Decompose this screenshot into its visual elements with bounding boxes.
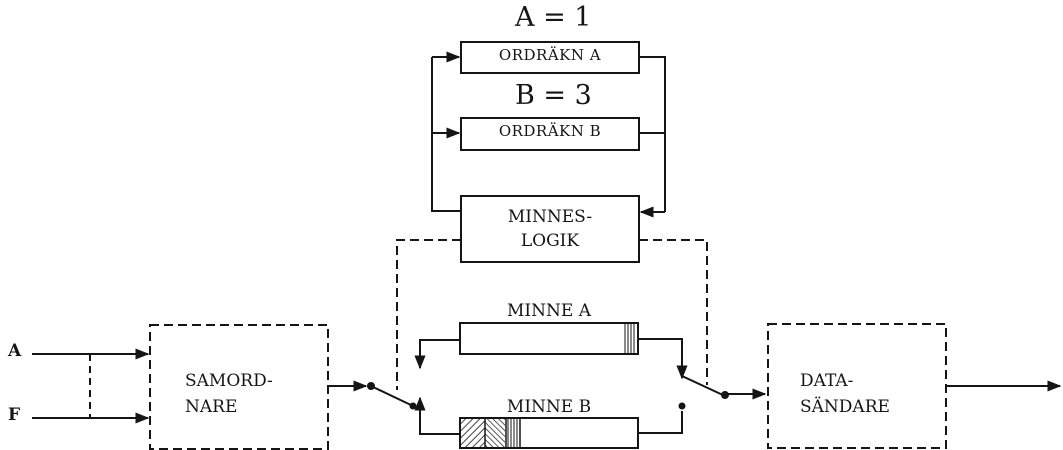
right-loop-a xyxy=(639,56,666,212)
datasandare-line1: DATA- xyxy=(800,371,854,391)
b-equals-label: B = 3 xyxy=(515,80,592,111)
minne-b-hatch-1 xyxy=(461,419,485,447)
minne-b-hatch-2 xyxy=(485,419,505,447)
input-switch-arm xyxy=(370,385,414,407)
ordrakn-a-label: ORDRÄKN A xyxy=(498,46,602,64)
ordrakn-a-box xyxy=(460,41,640,74)
input-f-label: F xyxy=(8,405,21,425)
minne-a-label: MINNE A xyxy=(507,301,591,321)
minne-b-label: MINNE B xyxy=(506,397,592,417)
samordnare-line2: NARE xyxy=(185,397,238,417)
minne-a-to-output xyxy=(638,338,683,375)
minneslogik-line1: MINNES- xyxy=(507,207,593,227)
datasandare-box xyxy=(767,323,947,449)
a-equals-label: A = 1 xyxy=(515,2,592,33)
output-switch-pivot xyxy=(721,391,729,399)
samordnare-line1: SAMORD- xyxy=(185,371,273,391)
control-line-right xyxy=(639,239,708,385)
ordrakn-b-label: ORDRÄKN B xyxy=(498,122,602,140)
output-switch-contact xyxy=(678,402,686,410)
minne-b-hatch-3 xyxy=(506,419,520,447)
minneslogik-line2: LOGIK xyxy=(520,231,580,251)
left-loop-line xyxy=(431,57,461,212)
ordrakn-b-box xyxy=(460,117,640,151)
control-line-left xyxy=(396,239,461,390)
input-to-minne-b xyxy=(419,410,460,435)
input-switch-pivot xyxy=(367,382,375,390)
input-a-label: A xyxy=(8,341,22,361)
minne-a-hatch xyxy=(623,324,636,353)
minneslogik-box xyxy=(460,195,640,263)
input-switch-contact xyxy=(409,402,417,410)
input-to-minne-a xyxy=(419,339,460,364)
datasandare-line2: SÄNDARE xyxy=(800,397,890,417)
minne-a-buffer xyxy=(459,322,639,355)
minne-b-to-output xyxy=(638,411,683,434)
output-switch-arm xyxy=(681,375,726,397)
